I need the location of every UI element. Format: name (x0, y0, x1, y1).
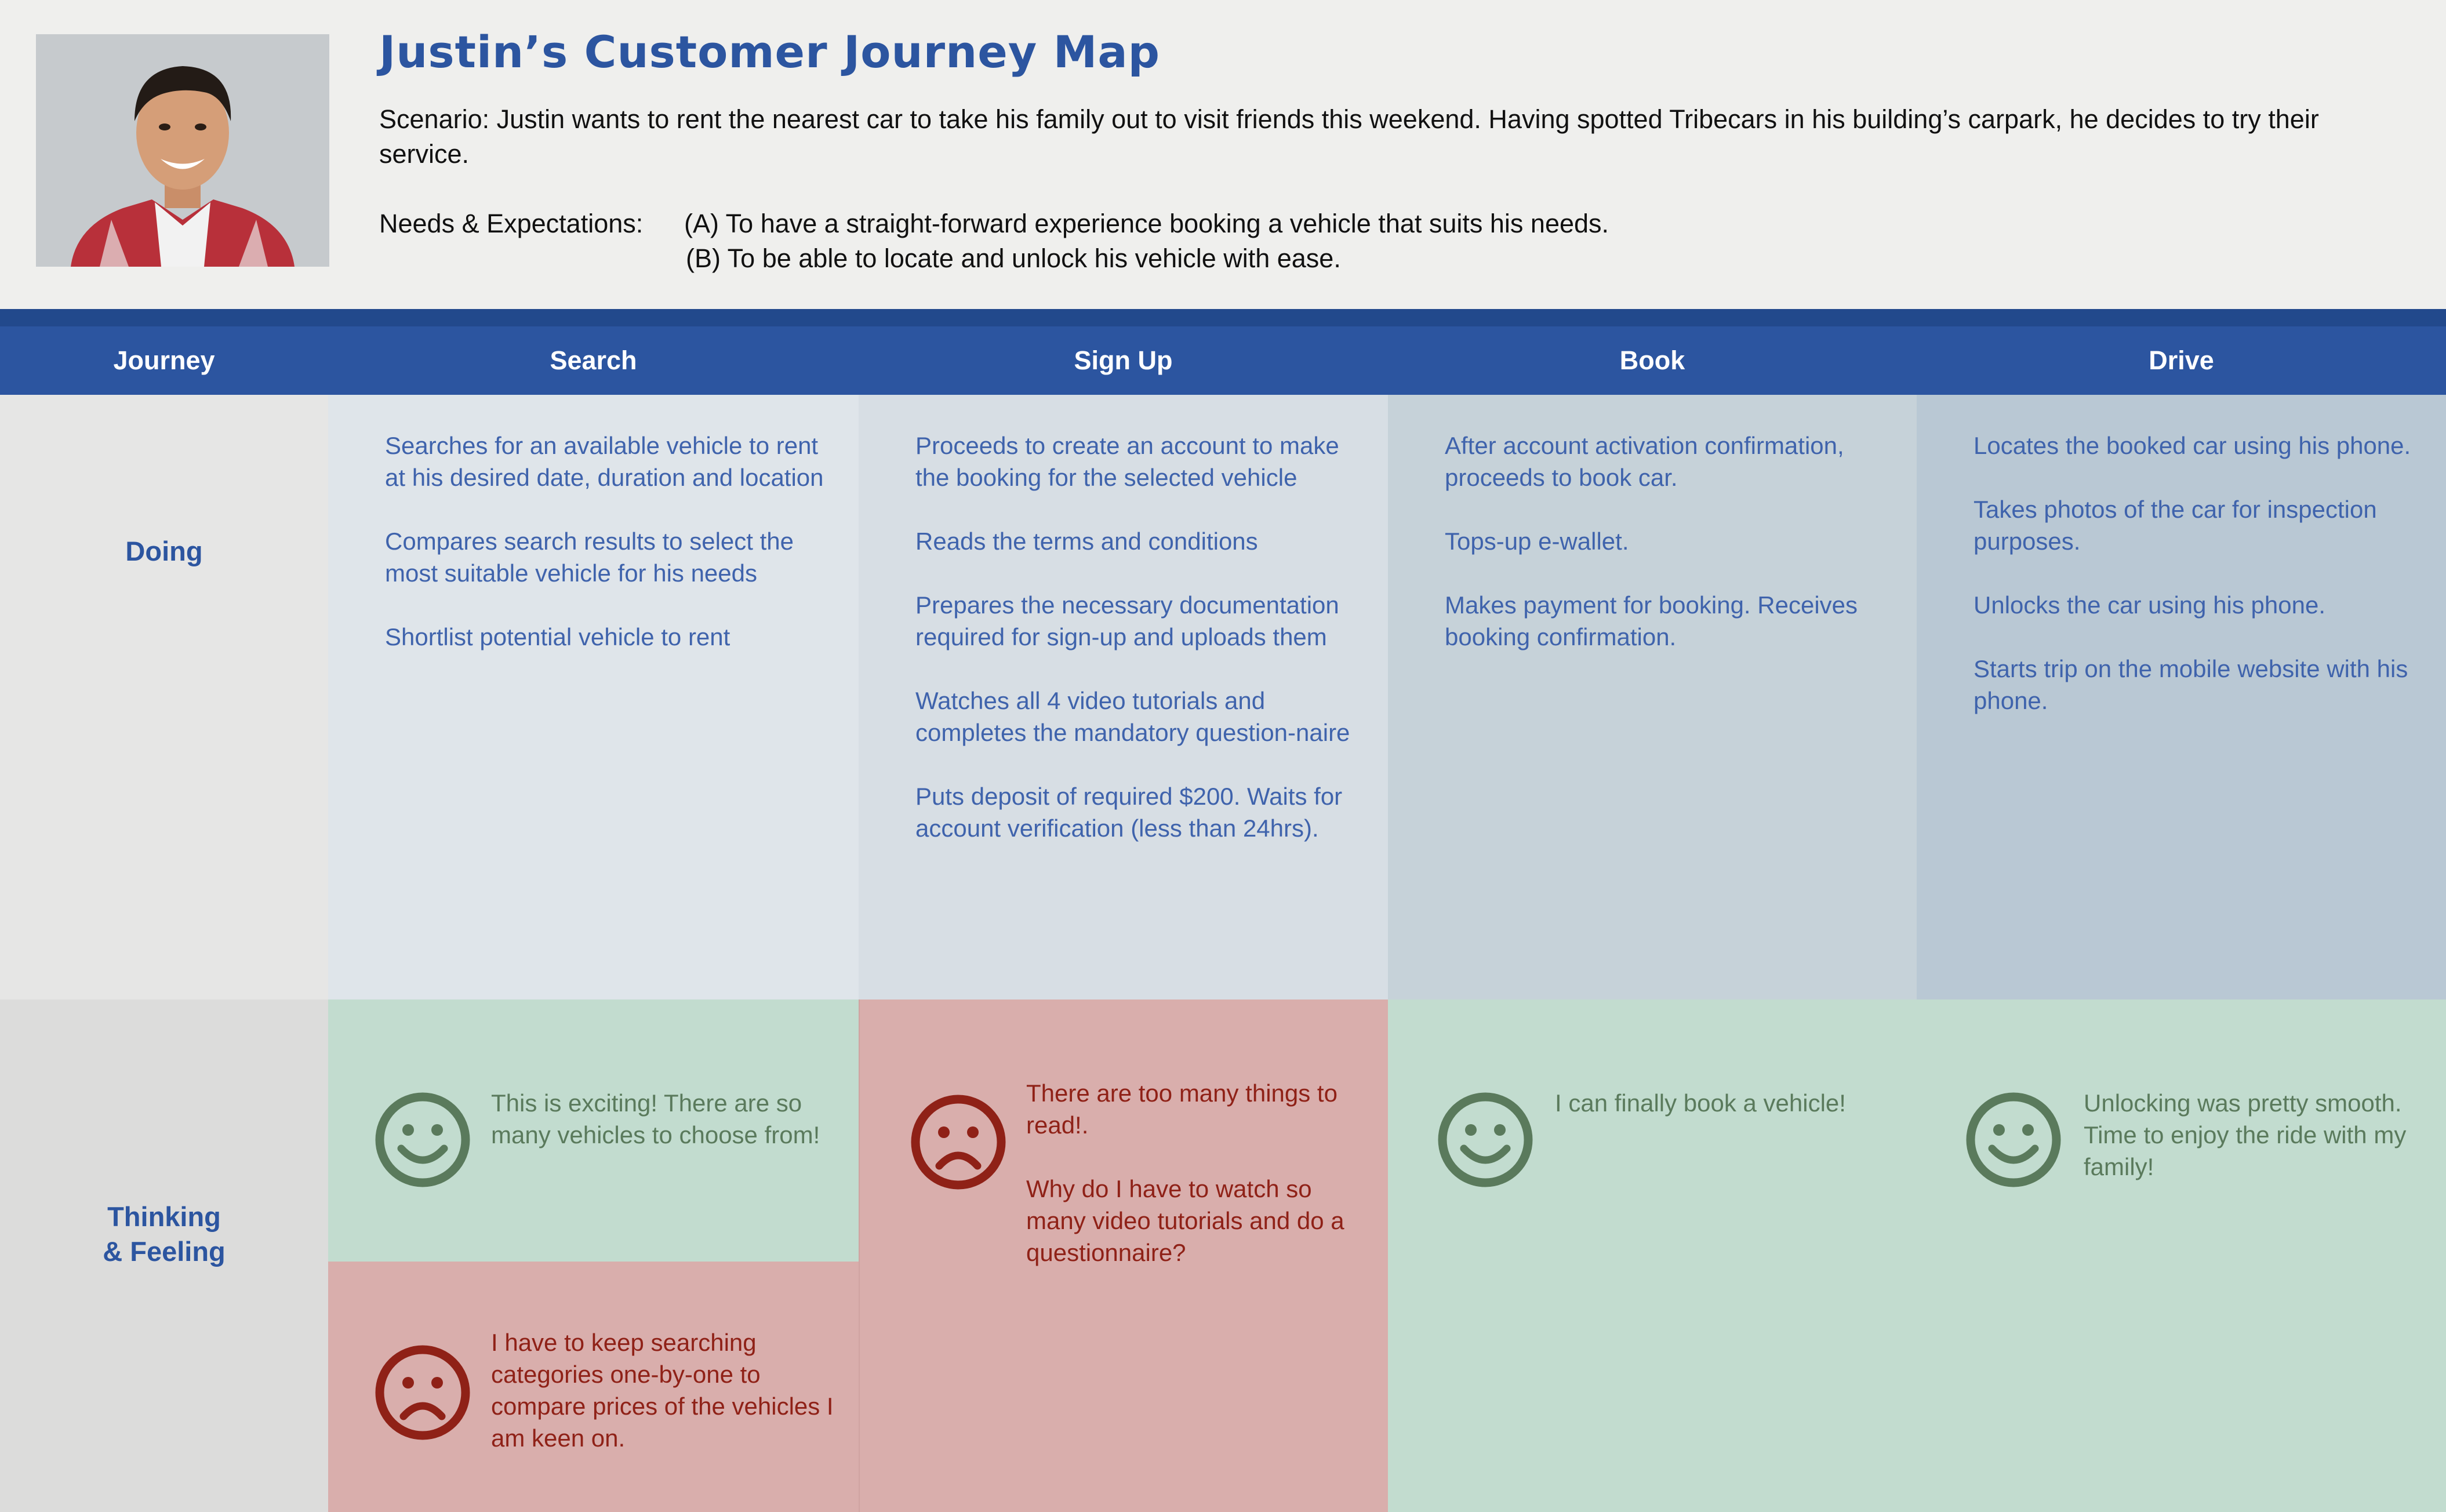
col-head-search: Search (550, 346, 637, 375)
sad-face-icon (375, 1345, 470, 1440)
page-title: Justin’s Customer Journey Map (379, 26, 1161, 78)
thinking-cell-search-happy: This is exciting! There are so many vehi… (328, 999, 859, 1262)
doing-item: Unlocks the car using his phone. (1973, 591, 2326, 619)
doing-item: Locates the booked car using his phone. (1973, 432, 2411, 459)
thought-text: This is exciting! There are so many vehi… (491, 1089, 820, 1148)
need-b-text: (B) To be able to locate and unlock his … (686, 243, 1341, 273)
doing-cell-search: Searches for an available vehicle to ren… (328, 395, 859, 999)
smiley-face-icon (1966, 1092, 2061, 1187)
doing-item: Searches for an available vehicle to ren… (385, 432, 824, 491)
row-label-thinking-line2: & Feeling (103, 1236, 226, 1267)
thought-text: Unlocking was pretty smooth. Time to enj… (2084, 1089, 2407, 1180)
doing-item: Tops-up e-wallet. (1445, 528, 1629, 555)
col-head-drive: Drive (2149, 346, 2214, 375)
doing-cell-signup: Proceeds to create an account to make th… (859, 395, 1388, 999)
needs-label: Needs & Expectations: (379, 209, 644, 238)
column-header-row: Journey Search Sign Up Book Drive (0, 326, 2446, 395)
col-head-book: Book (1619, 346, 1685, 375)
scenario-text: Scenario: Justin wants to rent the neare… (379, 104, 2319, 169)
row-label-cell-doing: Doing (0, 395, 328, 999)
doing-item: Proceeds to create an account to make th… (915, 432, 1339, 491)
doing-item: Watches all 4 video tutorials and comple… (915, 687, 1350, 746)
doing-item: Compares search results to select the mo… (385, 528, 794, 587)
thinking-cell-book-drive-happy: I can finally book a vehicle! Unlocking … (1388, 999, 2446, 1512)
doing-cell-book: After account activation confirmation, p… (1388, 395, 1917, 999)
col-head-signup: Sign Up (1074, 346, 1173, 375)
persona-photo (36, 34, 329, 267)
doing-item: Takes photos of the car for inspection p… (1973, 496, 2377, 555)
smiley-face-icon (375, 1092, 470, 1187)
doing-item: Makes payment for booking. Receives book… (1445, 591, 1858, 650)
thinking-cell-signup-sad: There are too many things to read!. Why … (859, 999, 1388, 1512)
doing-item: Starts trip on the mobile website with h… (1973, 655, 2408, 714)
thought-text: Why do I have to watch so many video tut… (1026, 1175, 1344, 1266)
doing-item: Prepares the necessary documentation req… (915, 591, 1339, 650)
header-divider (0, 309, 2446, 326)
smiley-face-icon (1438, 1092, 1533, 1187)
doing-cell-drive: Locates the booked car using his phone. … (1917, 395, 2446, 999)
row-label-thinking: Thinking & Feeling (0, 1200, 328, 1269)
doing-item: Reads the terms and conditions (915, 528, 1258, 555)
doing-item: After account activation confirmation, p… (1445, 432, 1844, 491)
thought-text: I have to keep searching categories one-… (491, 1329, 834, 1452)
col-head-journey: Journey (113, 346, 215, 375)
sad-face-icon (911, 1095, 1006, 1190)
thought-text-group: There are too many things to read!. Why … (1026, 1077, 1374, 1300)
doing-item: Puts deposit of required $200. Waits for… (915, 783, 1343, 842)
row-label-doing: Doing (125, 536, 203, 566)
thinking-cell-search-sad: I have to keep searching categories one-… (328, 1262, 859, 1512)
thought-text: I can finally book a vehicle! (1555, 1089, 1846, 1117)
row-label-cell-thinking: Thinking & Feeling (0, 999, 328, 1512)
need-a-text: (A) To have a straight-forward experienc… (684, 209, 1609, 238)
thought-text: There are too many things to read!. (1026, 1080, 1338, 1139)
doing-item: Shortlist potential vehicle to rent (385, 623, 730, 650)
row-label-thinking-line1: Thinking (107, 1201, 221, 1232)
